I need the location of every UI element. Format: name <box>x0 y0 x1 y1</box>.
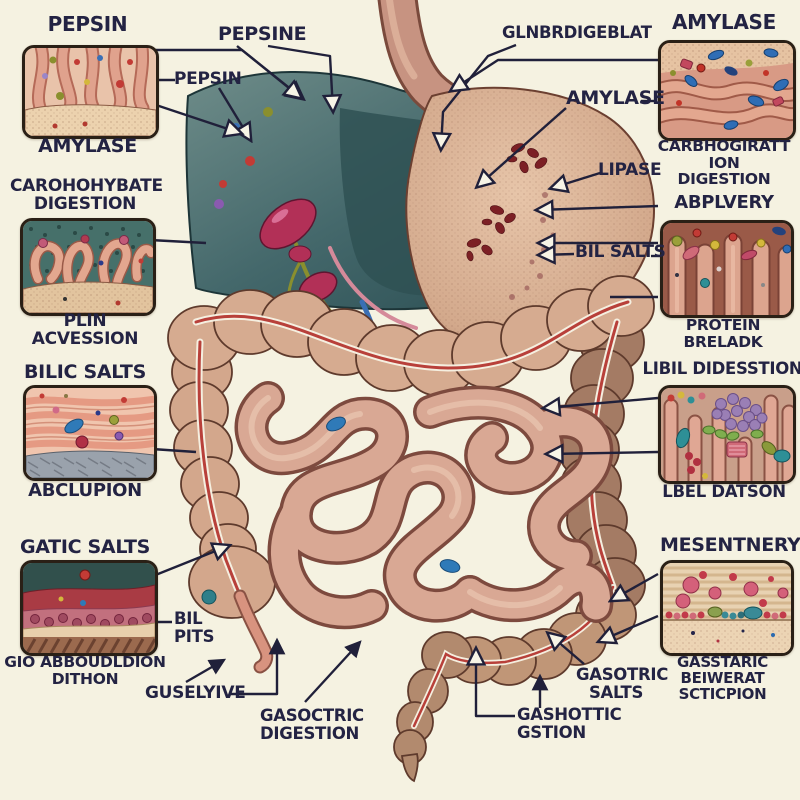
panel-title-abplvery: ABPLVERY <box>674 192 774 213</box>
inset-amylase-carb <box>658 40 796 141</box>
inset-gatic-salts <box>20 560 158 656</box>
label-glnbrdigeblat: GLNBRDIGEBLAT <box>502 23 652 42</box>
intestine-capsules-illustration <box>661 43 793 138</box>
gastric-pit-spots <box>466 143 548 262</box>
panel-caption-gio-abboudldion: GIO ABBOUDLDION DITHON <box>4 653 166 688</box>
stomach-wall-layers-illustration <box>23 563 155 653</box>
label-pepsin-mid: PEPSIN <box>174 69 242 89</box>
panel-caption-abclupion: ABCLUPION <box>28 480 142 501</box>
inset-lipid-digestion <box>658 385 796 484</box>
layered-tissue-illustration <box>26 388 154 478</box>
rectum <box>393 631 473 783</box>
panel-title-pepsin: PEPSIN <box>47 12 128 36</box>
large-intestine <box>167 275 655 783</box>
leader-lines <box>149 43 660 718</box>
panel-title-libil-didesstion: LIBIL DIDESSTION <box>642 359 800 378</box>
inset-mesentery-secretion <box>660 560 794 656</box>
panel-caption-carbhogiratt: CARBHOGIRATT ION DIGESTION <box>657 137 791 189</box>
mucosa-illustration <box>23 221 153 313</box>
panel-caption-plin-acvession: PLIN ACVESSION <box>31 311 139 350</box>
panel-caption-lbel-datson: LBEL DATSON <box>662 482 786 501</box>
label-amylase-mid: AMYLASE <box>566 87 665 109</box>
label-guselyive: GUSELYIVE <box>145 683 246 703</box>
small-intestine <box>234 381 614 630</box>
inset-protein-breakdown <box>660 220 794 318</box>
label-lipase: LIPASE <box>598 160 662 180</box>
villi-cluster-illustration <box>661 388 793 481</box>
appendix <box>201 589 274 674</box>
label-bil-salts: BIL SALTS <box>575 242 666 262</box>
panel-title-carbohydrate-digestion: CAROHOHYBATE DIGESTION <box>10 176 163 215</box>
inset-pepsin-tissue <box>22 45 159 139</box>
villi-tissue-illustration <box>25 48 156 136</box>
label-gasotric-salts: GASOTRIC SALTS <box>576 665 669 702</box>
panel-caption-amylase: AMYLASE <box>38 135 137 157</box>
panel-caption-gasstaric: GASSTARIC BEIWERAT SCTICPION <box>677 653 768 704</box>
inset-bilic-salts <box>23 385 157 481</box>
villi-beads-illustration <box>663 223 791 315</box>
panel-caption-protein-breladk: PROTEIN BRELADK <box>683 316 763 351</box>
panel-title-bilic-salts: BILIC SALTS <box>24 361 146 383</box>
secretion-bubbles-illustration <box>663 563 791 653</box>
label-gasoctric-digestion: GASOCTRIC DIGESTION <box>260 706 364 743</box>
panel-title-amylase-right: AMYLASE <box>671 10 777 34</box>
label-gashottic-gstion: GASHOTTIC GSTION <box>517 705 622 742</box>
label-bil-pits: BIL PITS <box>174 609 215 646</box>
panel-title-mesentnery: MESENTNERY <box>660 534 800 556</box>
panel-title-gatic-salts: GATIC SALTS <box>19 536 151 558</box>
label-pepsine: PEPSINE <box>218 23 307 45</box>
inset-carbohydrate-digestion <box>20 218 156 316</box>
